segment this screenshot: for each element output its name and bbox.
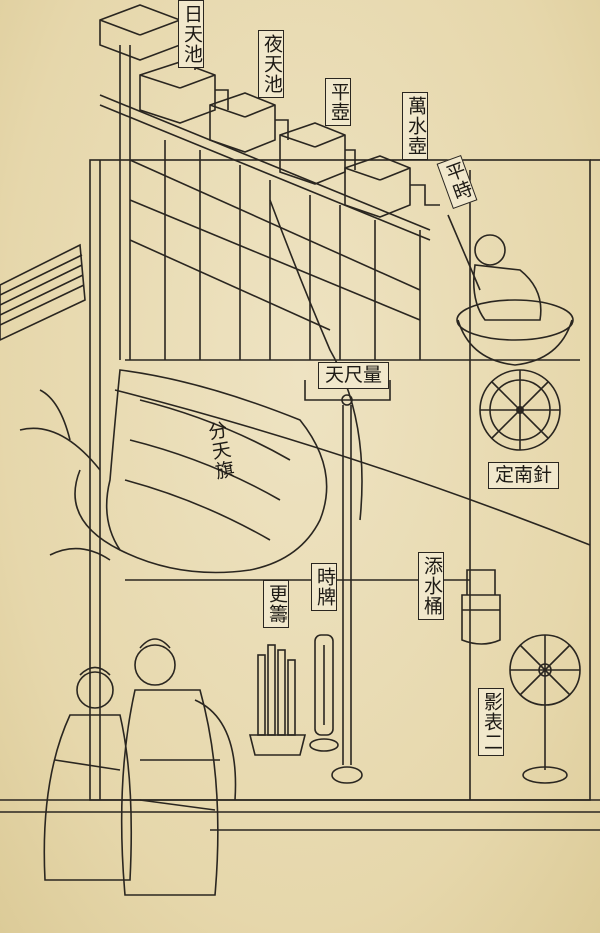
label-arrow-rod: 更籌 bbox=[263, 580, 289, 628]
tower-cord bbox=[269, 199, 363, 521]
compass-dial bbox=[479, 369, 561, 451]
water-bucket bbox=[461, 569, 501, 645]
label-time-card: 時牌 bbox=[311, 563, 337, 611]
label-compass: 定南針 bbox=[488, 462, 560, 489]
roof-tiles bbox=[0, 243, 86, 341]
officials-figures bbox=[43, 638, 237, 896]
ruler-post bbox=[304, 380, 391, 784]
gnomon-wheel bbox=[509, 634, 581, 784]
sky-banner bbox=[19, 369, 328, 574]
label-day-pool: 日天池 bbox=[178, 0, 204, 68]
water-tower bbox=[99, 4, 440, 360]
attendant-figure bbox=[447, 214, 574, 366]
label-gnomon: 影表二 bbox=[478, 688, 504, 756]
label-wanshui-pot: 萬水壺 bbox=[402, 92, 428, 160]
arrow-rods bbox=[248, 644, 307, 756]
time-card-holder bbox=[309, 634, 339, 752]
building-frame bbox=[89, 159, 600, 801]
label-ping-pot: 平壺 bbox=[325, 78, 351, 126]
label-ruler: 天尺量 bbox=[318, 362, 390, 389]
label-water-bucket: 添水桶 bbox=[418, 552, 444, 620]
label-night-pool: 夜天池 bbox=[258, 30, 284, 98]
floor-lines bbox=[0, 799, 600, 831]
